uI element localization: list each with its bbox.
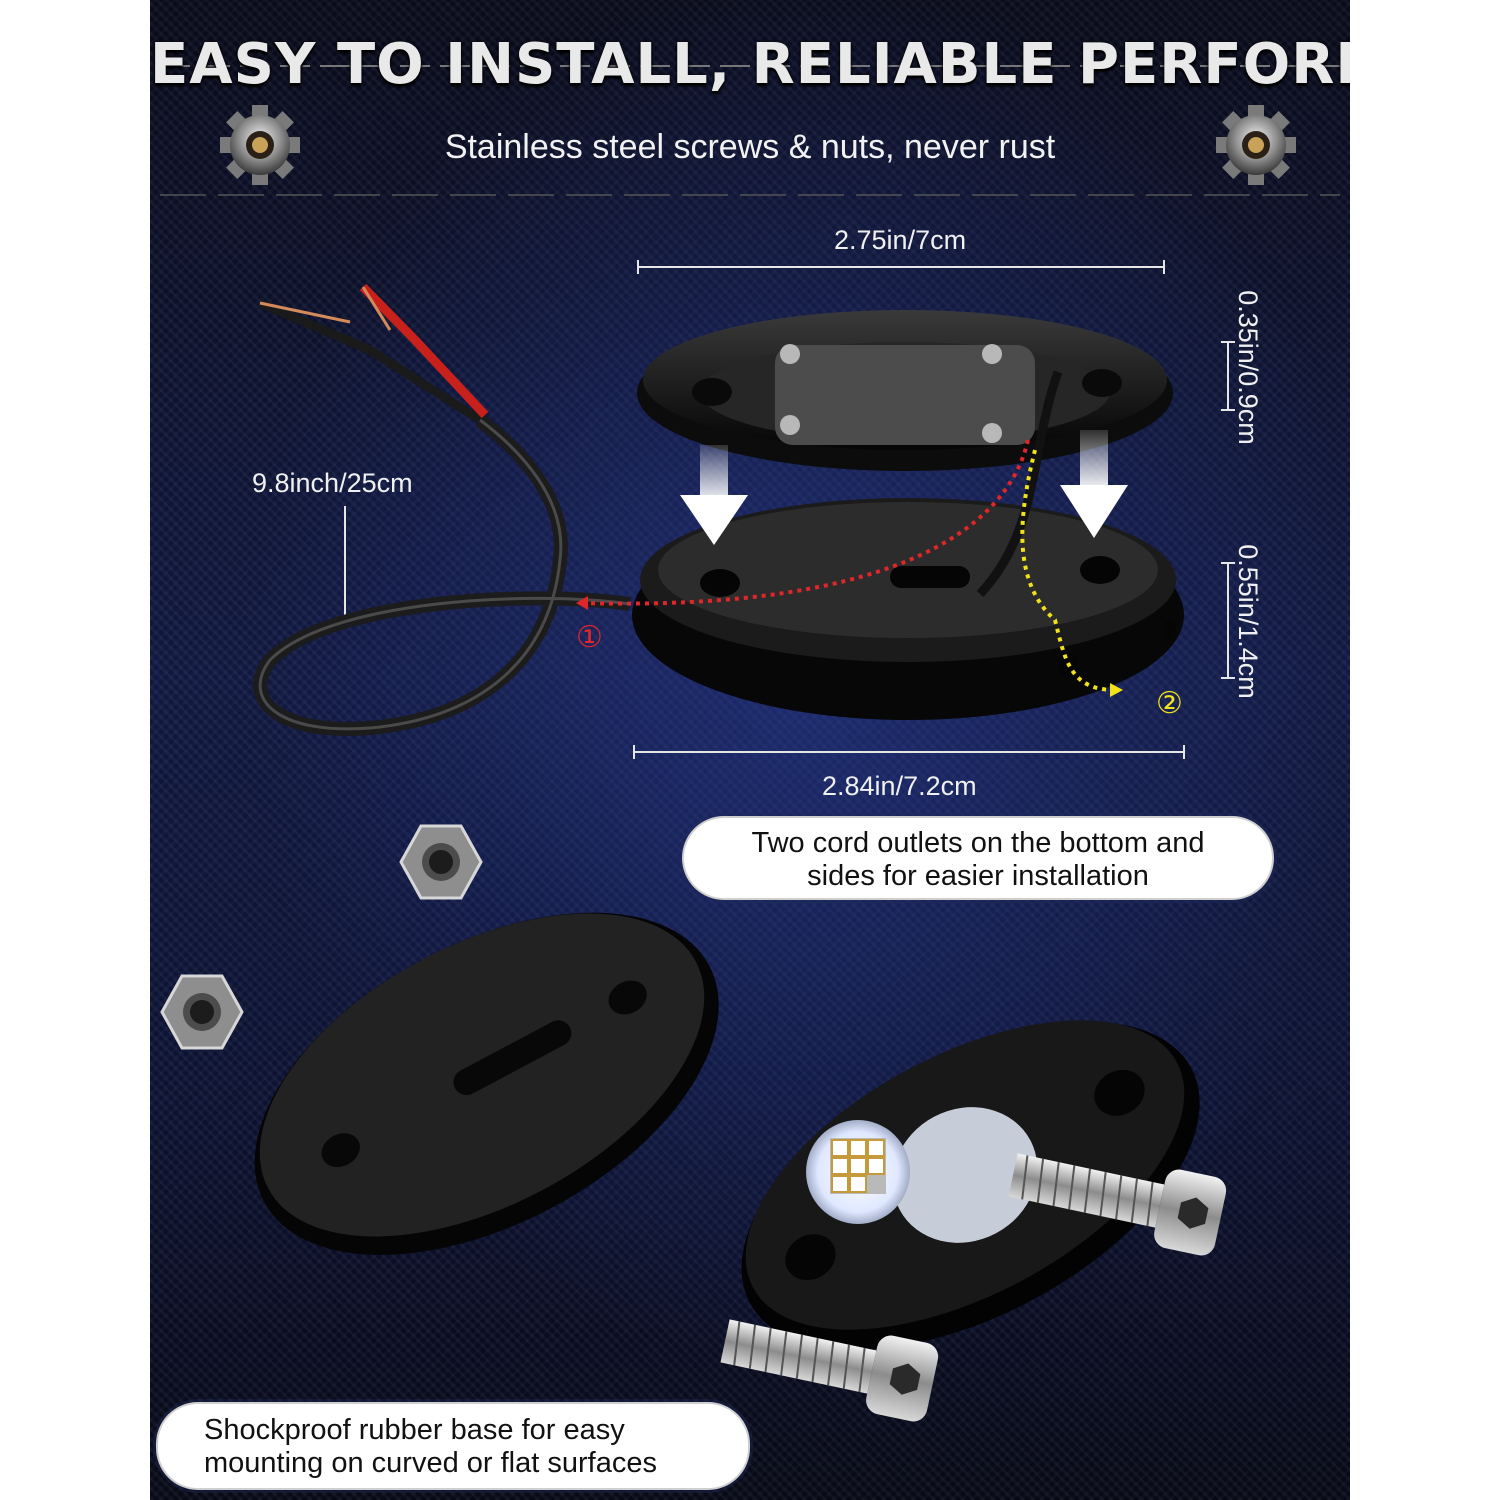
- callout-line: Shockproof rubber base for easy: [204, 1414, 625, 1446]
- header-rules: [160, 65, 1340, 196]
- hex-bolt-icon: [1008, 1153, 1227, 1256]
- outlet-1-marker: ①: [576, 620, 603, 655]
- subheadline: Stainless steel screws & nuts, never rus…: [444, 128, 1056, 166]
- top-width-label: 2.75in/7cm: [834, 225, 967, 255]
- product-illustration: [160, 65, 1340, 1422]
- outlet-1-path: [579, 439, 1030, 606]
- arrow-down-icon: [1060, 430, 1128, 538]
- outlet-2-arrowhead: [1110, 683, 1123, 697]
- hex-nut-icon: [160, 974, 244, 1050]
- internal-wire: [976, 370, 1063, 598]
- hex-nut-icon: [399, 824, 483, 900]
- rubber-base-callout: Shockproof rubber base for easy mounting…: [156, 1402, 750, 1490]
- top-height-label: 0.35in/0.9cm: [1232, 290, 1263, 445]
- outlet-2-path: [1020, 449, 1116, 692]
- callout-line: mounting on curved or flat surfaces: [204, 1447, 657, 1479]
- arrow-down-icon: [680, 445, 748, 545]
- gear-icon: [1216, 105, 1296, 185]
- headline: EASY TO INSTALL, RELIABLE PERFORMANCE: [150, 32, 1350, 97]
- outlet-2-marker: ②: [1156, 686, 1183, 721]
- led-chip-icon: [806, 1120, 910, 1224]
- bottom-height-label: 0.55in/1.4cm: [1232, 544, 1263, 699]
- product-panel: EASY TO INSTALL, RELIABLE PERFORMANCE St…: [150, 0, 1350, 1500]
- callout-line: sides for easier installation: [807, 860, 1149, 892]
- hex-bolt-icon: [720, 1319, 939, 1422]
- led-light-unit: [741, 1020, 1200, 1350]
- light-base: [632, 498, 1184, 720]
- rubber-base: [254, 912, 719, 1255]
- cord-outlets-callout: Two cord outlets on the bottom and sides…: [682, 816, 1274, 900]
- bottom-width-label: 2.84in/7.2cm: [822, 771, 977, 801]
- power-cable: [253, 283, 631, 736]
- callout-line: Two cord outlets on the bottom and: [751, 827, 1205, 859]
- light-top-cover: [637, 310, 1173, 471]
- dimension-lines: [344, 260, 1235, 759]
- outlet-1-arrowhead: [576, 596, 588, 610]
- gear-icon: [220, 105, 300, 185]
- cable-length-label: 9.8inch/25cm: [252, 468, 413, 498]
